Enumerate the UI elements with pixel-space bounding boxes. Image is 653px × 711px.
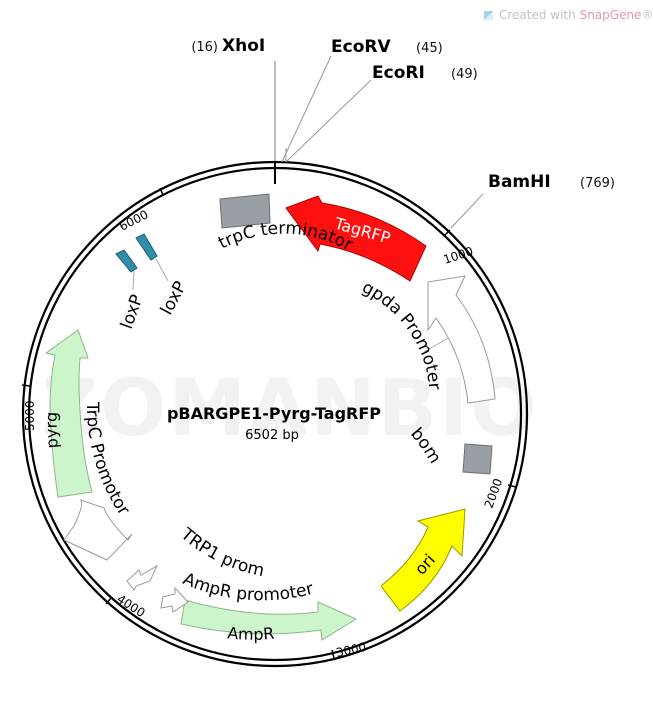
pyrg-arrow: [44, 329, 93, 498]
tick-label-3000: 3000: [335, 640, 368, 660]
ecori-leader: [285, 79, 372, 163]
tick-mark-6000: [159, 187, 164, 196]
tick-label-4000: 4000: [114, 592, 147, 620]
watermark-prefix: Created with: [499, 8, 580, 22]
loxp-marker-1: [115, 249, 138, 273]
gpda-promoter-leader: [423, 337, 449, 353]
trp1-promoter-arrow: [126, 564, 159, 591]
ecorv-position: (45): [416, 41, 443, 56]
ampr-label: AmpR: [227, 623, 276, 644]
pyrg-label-text: pyrg: [42, 411, 62, 449]
trp1-promoter-label-text: TRP1 promoter: [0, 0, 266, 581]
ecorv-label: EcoRV: [331, 37, 391, 57]
ampr-label-text: AmpR: [227, 623, 276, 644]
plasmid-name: pBARGPE1-Pyrg-TagRFP: [167, 404, 381, 423]
tick-mark-2000: [507, 484, 517, 488]
snapgene-logo-icon: [484, 11, 493, 20]
trp1-promoter-label: TRP1 promoter: [0, 0, 266, 581]
loxp-label-2: loxP: [157, 278, 191, 318]
ecori-label: EcoRI: [372, 63, 425, 83]
ecori-position: (49): [451, 67, 478, 82]
ori-arrow: [380, 508, 466, 612]
ampr-arrow: [180, 599, 358, 641]
xhoi-label: XhoI: [222, 36, 265, 56]
pyrg-label: pyrg: [42, 411, 62, 449]
tagrfp-arrow: [285, 195, 427, 282]
gpda-promoter-arrow: [427, 275, 496, 404]
loxp-1-leader: [132, 270, 135, 291]
tick-label-2000: 2000: [482, 477, 506, 510]
tick-label-5000: 5000: [23, 400, 37, 431]
bamhi-label: BamHI: [488, 172, 551, 192]
snapgene-watermark: Created with SnapGene®: [484, 8, 653, 22]
ecorv-leader: [281, 55, 332, 163]
bamhi-position: (769): [580, 176, 615, 191]
watermark-suffix: ®: [641, 8, 653, 22]
tick-mark-1000: [443, 229, 451, 237]
background-watermark: ZOMANBIO: [42, 364, 539, 454]
tick-mark-3000: [331, 649, 335, 659]
trpc-terminator-box: [219, 193, 271, 229]
loxp-2-leader: [155, 258, 169, 282]
tick-mark-5000: [21, 384, 31, 387]
loxp-label-1: loxP: [117, 292, 148, 332]
watermark-brand: SnapGene: [579, 8, 642, 22]
loxp-marker-2: [135, 233, 158, 261]
plasmid-size: 6502 bp: [245, 428, 299, 443]
bamhi-leader: [450, 193, 484, 229]
tick-mark-4000: [105, 597, 112, 605]
bom-box: [462, 443, 493, 475]
ampr-promoter-arrow: [160, 586, 189, 613]
xhoi-position: (16): [191, 40, 218, 55]
trpc-promotor-arrow: [63, 499, 133, 561]
